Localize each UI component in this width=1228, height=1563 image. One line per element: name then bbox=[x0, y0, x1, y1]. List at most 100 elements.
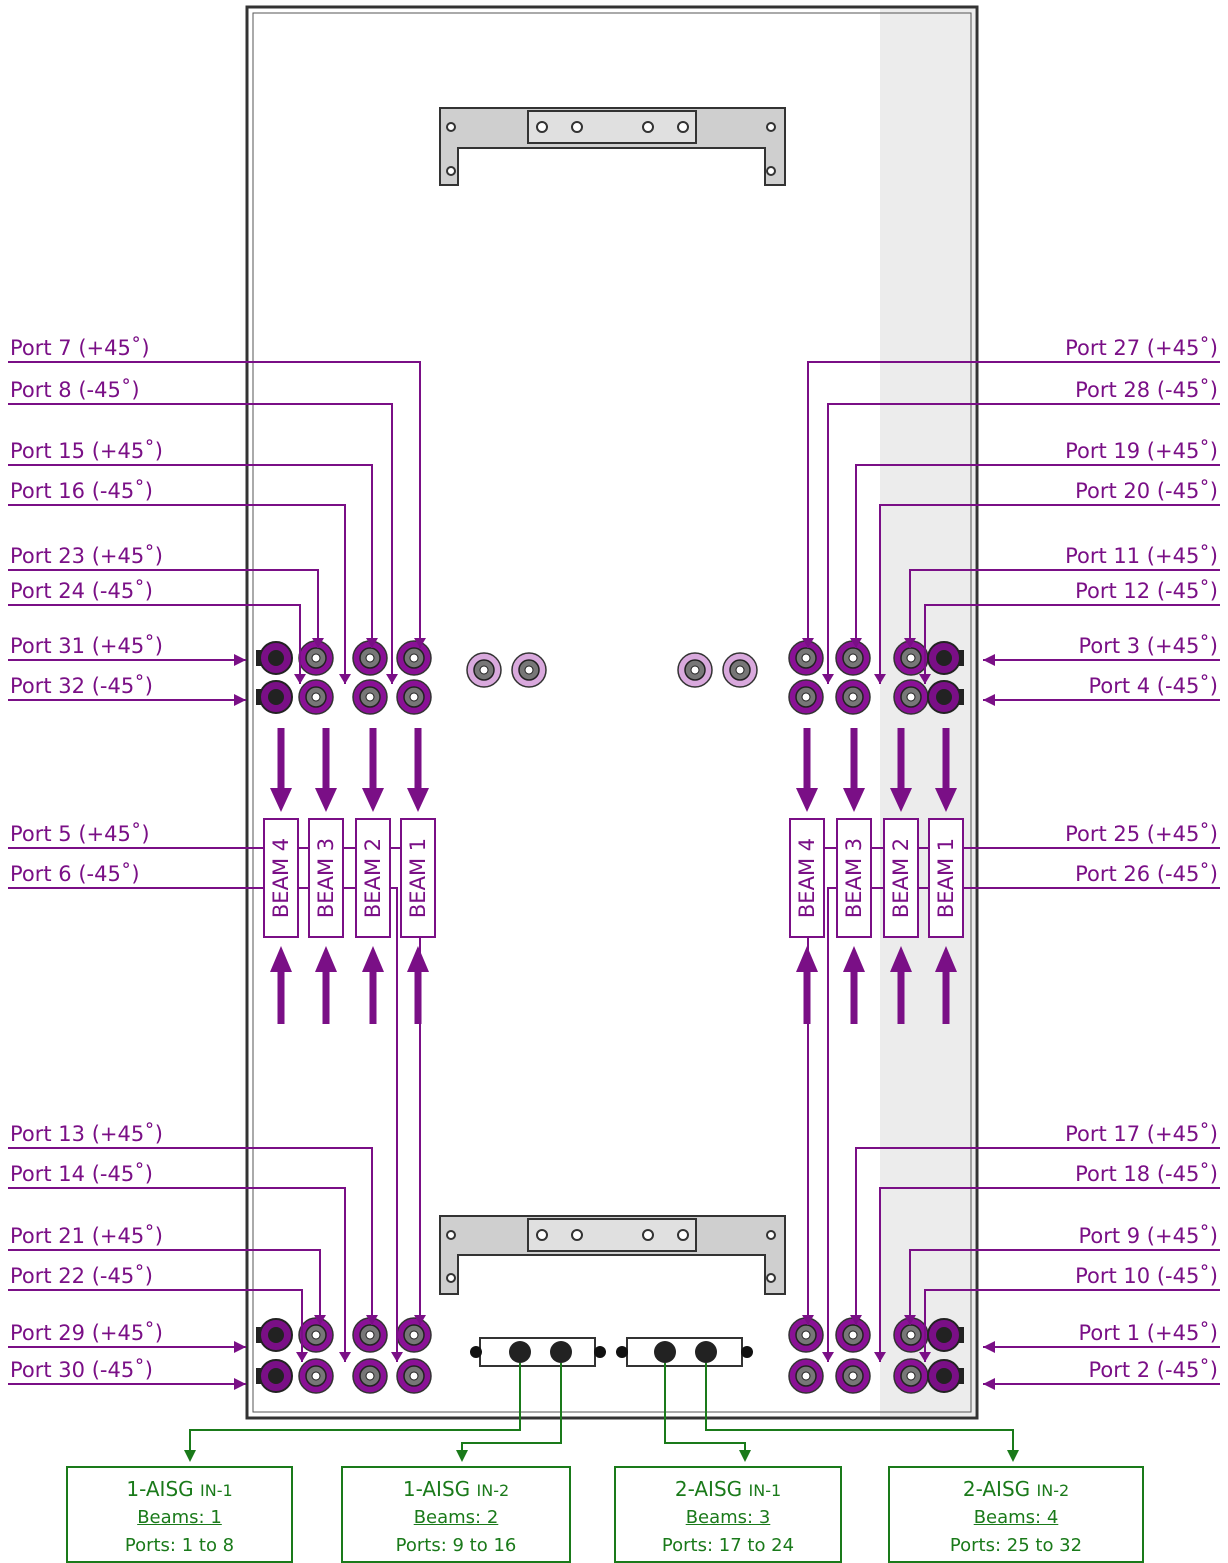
beam-label: BEAM 4 bbox=[269, 837, 293, 919]
port-label: Port 26 (-45˚) bbox=[1075, 862, 1218, 886]
edge-connector-right-top-1 bbox=[927, 680, 964, 714]
aisg-box: 2-AISG IN-2 Beams: 4 Ports: 25 to 32 bbox=[888, 1466, 1144, 1563]
rf-connector bbox=[352, 640, 388, 676]
aisg-box: 1-AISG IN-1 Beams: 1 Ports: 1 to 8 bbox=[66, 1466, 293, 1563]
port-label: Port 2 (-45˚) bbox=[1088, 1358, 1218, 1382]
port-label: Port 29 (+45˚) bbox=[10, 1321, 163, 1345]
beam-box: BEAM 4 bbox=[263, 818, 299, 938]
rf-connector bbox=[788, 679, 824, 715]
aisg-input: IN-1 bbox=[200, 1481, 233, 1500]
aisg-name: 1-AISG bbox=[126, 1477, 194, 1501]
beam-label: BEAM 1 bbox=[406, 837, 430, 919]
rf-connector bbox=[835, 1317, 871, 1353]
aisg-input: IN-2 bbox=[1036, 1481, 1070, 1500]
bottom-bracket bbox=[439, 1215, 786, 1295]
aisg-beams: Beams: 2 bbox=[413, 1507, 499, 1528]
beam-box: BEAM 1 bbox=[928, 818, 964, 938]
beam-label: BEAM 3 bbox=[842, 837, 866, 919]
rf-connector bbox=[298, 1317, 334, 1353]
rf-connector bbox=[835, 679, 871, 715]
aisg-beams: Beams: 3 bbox=[685, 1507, 771, 1528]
port-label: Port 7 (+45˚) bbox=[10, 336, 150, 360]
rf-connector bbox=[298, 1358, 334, 1394]
edge-connector-right-top-0 bbox=[927, 641, 964, 675]
aisg-name: 2-AISG bbox=[962, 1477, 1031, 1501]
port-label: Port 9 (+45˚) bbox=[1078, 1224, 1218, 1248]
port-label: Port 3 (+45˚) bbox=[1078, 634, 1218, 658]
unused-connector bbox=[722, 652, 758, 688]
port-label: Port 15 (+45˚) bbox=[10, 439, 163, 463]
port-label: Port 23 (+45˚) bbox=[10, 544, 163, 568]
rf-connector bbox=[396, 1358, 432, 1394]
port-label: Port 31 (+45˚) bbox=[10, 634, 163, 658]
beam-box: BEAM 2 bbox=[883, 818, 919, 938]
aisg-title: 2-AISG IN-2 bbox=[890, 1476, 1142, 1504]
unused-connector bbox=[677, 652, 713, 688]
port-label: Port 10 (-45˚) bbox=[1075, 1264, 1218, 1288]
rf-connector bbox=[396, 1317, 432, 1353]
rf-connector bbox=[835, 1358, 871, 1394]
port-label: Port 5 (+45˚) bbox=[10, 822, 150, 846]
top-bracket bbox=[439, 107, 786, 186]
rf-connector bbox=[298, 640, 334, 676]
port-label: Port 14 (-45˚) bbox=[10, 1162, 153, 1186]
port-label: Port 24 (-45˚) bbox=[10, 579, 153, 603]
aisg-box: 1-AISG IN-2 Beams: 2 Ports: 9 to 16 bbox=[341, 1466, 571, 1563]
beam-label: BEAM 4 bbox=[795, 837, 819, 919]
beam-box: BEAM 3 bbox=[308, 818, 344, 938]
port-leader-lines bbox=[8, 361, 1220, 1390]
port-label: Port 18 (-45˚) bbox=[1075, 1162, 1218, 1186]
aisg-name: 2-AISG bbox=[674, 1477, 743, 1501]
antenna-panel bbox=[245, 5, 979, 1420]
beam-box: BEAM 1 bbox=[400, 818, 436, 938]
beam-label: BEAM 2 bbox=[889, 837, 913, 919]
aisg-input: IN-1 bbox=[748, 1481, 782, 1500]
rf-connector bbox=[893, 679, 929, 715]
port-label: Port 27 (+45˚) bbox=[1065, 336, 1218, 360]
port-label: Port 25 (+45˚) bbox=[1065, 822, 1218, 846]
port-label: Port 28 (-45˚) bbox=[1075, 378, 1218, 402]
beam-label: BEAM 2 bbox=[361, 837, 385, 919]
port-label: Port 19 (+45˚) bbox=[1065, 439, 1218, 463]
beam-box: BEAM 4 bbox=[789, 818, 825, 938]
port-label: Port 16 (-45˚) bbox=[10, 479, 153, 503]
rf-connector bbox=[298, 679, 334, 715]
port-label: Port 32 (-45˚) bbox=[10, 674, 153, 698]
aisg-title: 1-AISG IN-2 bbox=[343, 1476, 569, 1504]
rf-connector bbox=[788, 1358, 824, 1394]
aisg-ports: Ports: 1 to 8 bbox=[124, 1535, 235, 1556]
port-label: Port 20 (-45˚) bbox=[1075, 479, 1218, 503]
aisg-name: 1-AISG bbox=[402, 1477, 471, 1501]
edge-connector-left-top-1 bbox=[256, 680, 293, 714]
edge-connector-left-bottom-0 bbox=[256, 1318, 293, 1352]
aisg-ports: Ports: 17 to 24 bbox=[661, 1535, 795, 1556]
rf-connector bbox=[396, 640, 432, 676]
aisg-connectors bbox=[470, 1337, 753, 1367]
port-label: Port 4 (-45˚) bbox=[1088, 674, 1218, 698]
port-label: Port 13 (+45˚) bbox=[10, 1122, 163, 1146]
port-label: Port 8 (-45˚) bbox=[10, 378, 140, 402]
rf-connector bbox=[788, 1317, 824, 1353]
rf-connector bbox=[352, 679, 388, 715]
beam-box: BEAM 3 bbox=[836, 818, 872, 938]
port-label: Port 30 (-45˚) bbox=[10, 1358, 153, 1382]
port-label: Port 11 (+45˚) bbox=[1065, 544, 1218, 568]
port-label: Port 6 (-45˚) bbox=[10, 862, 140, 886]
aisg-ports: Ports: 9 to 16 bbox=[395, 1535, 517, 1556]
beam-box: BEAM 2 bbox=[355, 818, 391, 938]
rf-connector bbox=[396, 679, 432, 715]
rf-connector bbox=[352, 1317, 388, 1353]
aisg-box: 2-AISG IN-1 Beams: 3 Ports: 17 to 24 bbox=[614, 1466, 842, 1563]
port-label: Port 12 (-45˚) bbox=[1075, 579, 1218, 603]
rf-connector bbox=[893, 1358, 929, 1394]
beam-arrows bbox=[270, 728, 957, 1024]
rf-connector bbox=[893, 640, 929, 676]
aisg-title: 2-AISG IN-1 bbox=[616, 1476, 840, 1504]
rf-connector bbox=[788, 640, 824, 676]
beam-label: BEAM 3 bbox=[314, 837, 338, 919]
aisg-title: 1-AISG IN-1 bbox=[68, 1476, 291, 1504]
aisg-input: IN-2 bbox=[476, 1481, 510, 1500]
edge-connector-left-bottom-1 bbox=[256, 1359, 293, 1393]
rf-connector bbox=[352, 1358, 388, 1394]
